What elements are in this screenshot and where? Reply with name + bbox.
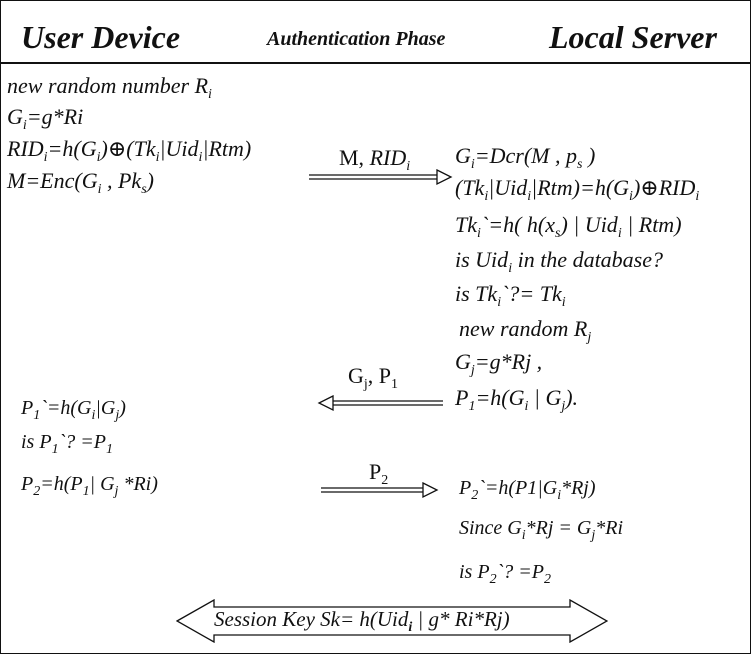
server-step-gj: Gj=g*Rj , (455, 349, 543, 378)
server-step-tk: Tki`=h( h(xs) | Uidi | Rtm) (455, 212, 682, 241)
local-server-heading: Local Server (549, 19, 717, 55)
session-key-label: Session Key Sk= h(Uidi | g* Ri*Rj) (214, 607, 510, 635)
server-step-p2-check: is P2`? =P2 (459, 561, 551, 587)
server-step-recover: (Tki|Uidi|Rtm)=h(Gi)⊕RIDi (455, 175, 700, 204)
user-step-gi: Gi=g*Ri (7, 104, 84, 133)
server-step-decrypt: Gi=Dcr(M , ps ) (455, 143, 596, 172)
xor-icon: ⊕ (640, 175, 659, 200)
arrow-to-user (317, 394, 443, 412)
message-p2-label: P2 (369, 459, 389, 488)
server-step-since: Since Gi*Rj = Gj*Ri (459, 517, 624, 543)
user-step-enc: M=Enc(Gi , Pks) (7, 168, 154, 197)
arrow-to-server-1 (309, 168, 453, 186)
message-m-rid-label: M, RIDi (339, 145, 411, 174)
user-step-rid: RIDi=h(Gi)⊕(Tki|Uidi|Rtm) (7, 136, 252, 165)
server-step-tk-check: is Tki`?= Tki (455, 281, 566, 310)
server-step-random: new random Rj (459, 316, 592, 345)
user-step-p1-check: is P1`? =P1 (21, 431, 113, 457)
server-step-uid-check: is Uidi in the database? (455, 247, 664, 276)
message-gj-p1-label: Gj, P1 (348, 363, 399, 392)
xor-icon: ⊕ (107, 136, 127, 161)
user-device-heading: User Device (21, 19, 181, 55)
server-step-p2-compute: P2`=h(P1|Gi*Rj) (459, 477, 596, 503)
arrow-to-server-2 (321, 481, 439, 499)
phase-heading: Authentication Phase (267, 28, 446, 50)
user-step-p2: P2=h(P1| Gj *Ri) (21, 473, 158, 499)
session-key-arrow (176, 599, 608, 643)
header-divider (1, 62, 750, 64)
user-step-p1-compute: P1`=h(Gi|Gj) (21, 397, 126, 423)
user-step-random: new random number Ri (7, 73, 212, 102)
server-step-p1: P1=h(Gi | Gj). (455, 385, 579, 414)
